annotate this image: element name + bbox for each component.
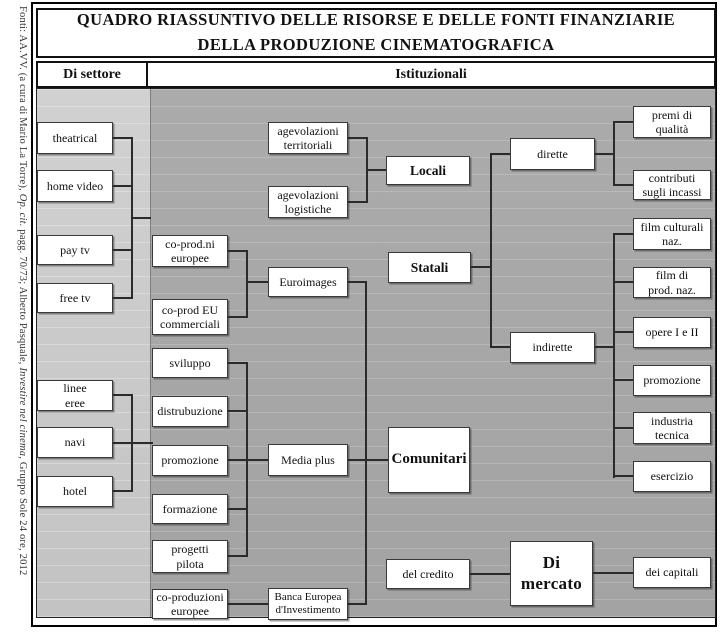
box-agevolazioni-logistiche: agevolazioni logistiche xyxy=(268,186,348,218)
box-film-culturali-naz: film culturali naz. xyxy=(633,218,711,250)
connector-segment xyxy=(246,362,248,557)
connector-segment xyxy=(613,379,634,381)
box-linee-eree: linee eree xyxy=(37,380,113,411)
box-banca-europea-investimento: Banca Europea d'Investimento xyxy=(268,588,348,620)
connector-segment xyxy=(228,603,268,605)
box-free-tv: free tv xyxy=(37,283,113,313)
connector-segment xyxy=(593,572,633,574)
box-dirette: dirette xyxy=(510,138,595,170)
outer-frame xyxy=(31,2,717,627)
connector-segment xyxy=(228,250,246,252)
box-esercizio: esercizio xyxy=(633,461,711,492)
box-co-prod-eu-commerciali: co-prod EU commerciali xyxy=(152,299,228,335)
connector-segment xyxy=(348,137,366,139)
connector-segment xyxy=(113,185,132,187)
box-home-video: home video xyxy=(37,170,113,202)
title-line-2: DELLA PRODUZIONE CINEMATOGRAFICA xyxy=(197,35,555,54)
connector-segment xyxy=(246,281,268,283)
connector-segment xyxy=(131,394,133,492)
box-progetti-pilota: progetti pilota xyxy=(152,540,228,573)
connector-segment xyxy=(113,297,132,299)
connector-segment xyxy=(365,281,367,605)
diagram-area xyxy=(36,88,716,618)
connector-segment xyxy=(613,427,634,429)
caption-text: Fonti: AA.VV. (a cura di Mario La Torre)… xyxy=(17,6,28,194)
box-navi: navi xyxy=(37,427,113,458)
connector-segment xyxy=(228,459,268,461)
connector-segment xyxy=(595,153,614,155)
title-line-1: QUADRO RIASSUNTIVO DELLE RISORSE E DELLE… xyxy=(76,10,676,30)
caption-publisher: , Gruppo Sole 24 ore, 2012 xyxy=(17,456,28,576)
connector-segment xyxy=(470,573,510,575)
connector-segment xyxy=(490,153,492,348)
box-theatrical: theatrical xyxy=(37,122,113,154)
column-header-di-settore-label: Di settore xyxy=(63,66,121,82)
box-statali: Statali xyxy=(388,252,471,283)
box-pay-tv: pay tv xyxy=(37,235,113,265)
box-locali: Locali xyxy=(386,156,470,185)
box-agevolazioni-territoriali: agevolazioni territoriali xyxy=(268,122,348,154)
box-sviluppo: sviluppo xyxy=(152,348,228,378)
box-comunitari: Comunitari xyxy=(388,427,470,493)
connector-segment xyxy=(348,201,366,203)
box-promozione-indirette: promozione xyxy=(633,365,711,396)
box-contributi-sugli-incassi: contributi sugli incassi xyxy=(633,170,711,200)
box-co-produzioni-europee: co-produzioni europee xyxy=(152,589,228,619)
connector-segment xyxy=(366,169,386,171)
connector-segment xyxy=(228,316,246,318)
connector-segment xyxy=(490,153,510,155)
connector-segment xyxy=(113,394,132,396)
box-indirette: indirette xyxy=(510,332,595,363)
connector-segment xyxy=(613,121,615,186)
box-dei-capitali: dei capitali xyxy=(633,557,711,588)
connector-segment xyxy=(228,555,246,557)
column-header-di-settore: Di settore xyxy=(36,61,148,88)
connector-segment xyxy=(113,137,132,139)
connector-segment xyxy=(367,459,388,461)
connector-segment xyxy=(613,233,634,235)
connector-segment xyxy=(613,121,634,123)
column-header-istituzionali-label: Istituzionali xyxy=(395,66,467,82)
connector-segment xyxy=(228,508,246,510)
di-settore-band xyxy=(37,89,151,617)
box-film-di-prod-naz: film di prod. naz. xyxy=(633,267,711,298)
box-hotel: hotel xyxy=(37,476,113,507)
connector-segment xyxy=(228,410,246,412)
box-del-credito: del credito xyxy=(386,559,470,589)
connector-segment xyxy=(113,442,153,444)
connector-segment xyxy=(348,459,366,461)
connector-segment xyxy=(613,233,615,478)
caption-pages: pagg. 70/73; Alberto Pasquale, xyxy=(17,226,28,368)
caption-opcit: Op. cit. xyxy=(17,193,28,227)
box-di-mercato: Di mercato xyxy=(510,541,593,606)
box-formazione: formazione xyxy=(152,494,228,524)
column-header-istituzionali: Istituzionali xyxy=(146,61,716,88)
connector-segment xyxy=(228,362,246,364)
source-caption: Fonti: AA.VV. (a cura di Mario La Torre)… xyxy=(4,6,28,626)
connector-segment xyxy=(131,217,151,219)
connector-segment xyxy=(113,490,132,492)
box-euroimages: Euroimages xyxy=(268,267,348,297)
connector-segment xyxy=(490,346,510,348)
box-distrubuzione: distrubuzione xyxy=(152,396,228,427)
box-industria-tecnica: industria tecnica xyxy=(633,412,711,444)
connector-segment xyxy=(595,346,614,348)
connector-segment xyxy=(113,249,132,251)
connector-segment xyxy=(471,266,490,268)
box-premi-di-qualita: premi di qualità xyxy=(633,106,711,138)
box-co-prodni-europee: co-prod.ni europee xyxy=(152,235,228,267)
connector-segment xyxy=(348,603,366,605)
connector-segment xyxy=(613,475,634,477)
box-media-plus: Media plus xyxy=(268,444,348,476)
connector-segment xyxy=(613,281,634,283)
connector-segment xyxy=(613,331,634,333)
connector-segment xyxy=(246,250,248,318)
box-opere-i-e-ii: opere I e II xyxy=(633,317,711,348)
connector-segment xyxy=(613,184,634,186)
figure-title: QUADRO RIASSUNTIVO DELLE RISORSE E DELLE… xyxy=(36,8,716,58)
connector-segment xyxy=(348,281,366,283)
box-promozione-eu: promozione xyxy=(152,445,228,476)
caption-book-title: Investire nel cinema xyxy=(17,367,28,457)
